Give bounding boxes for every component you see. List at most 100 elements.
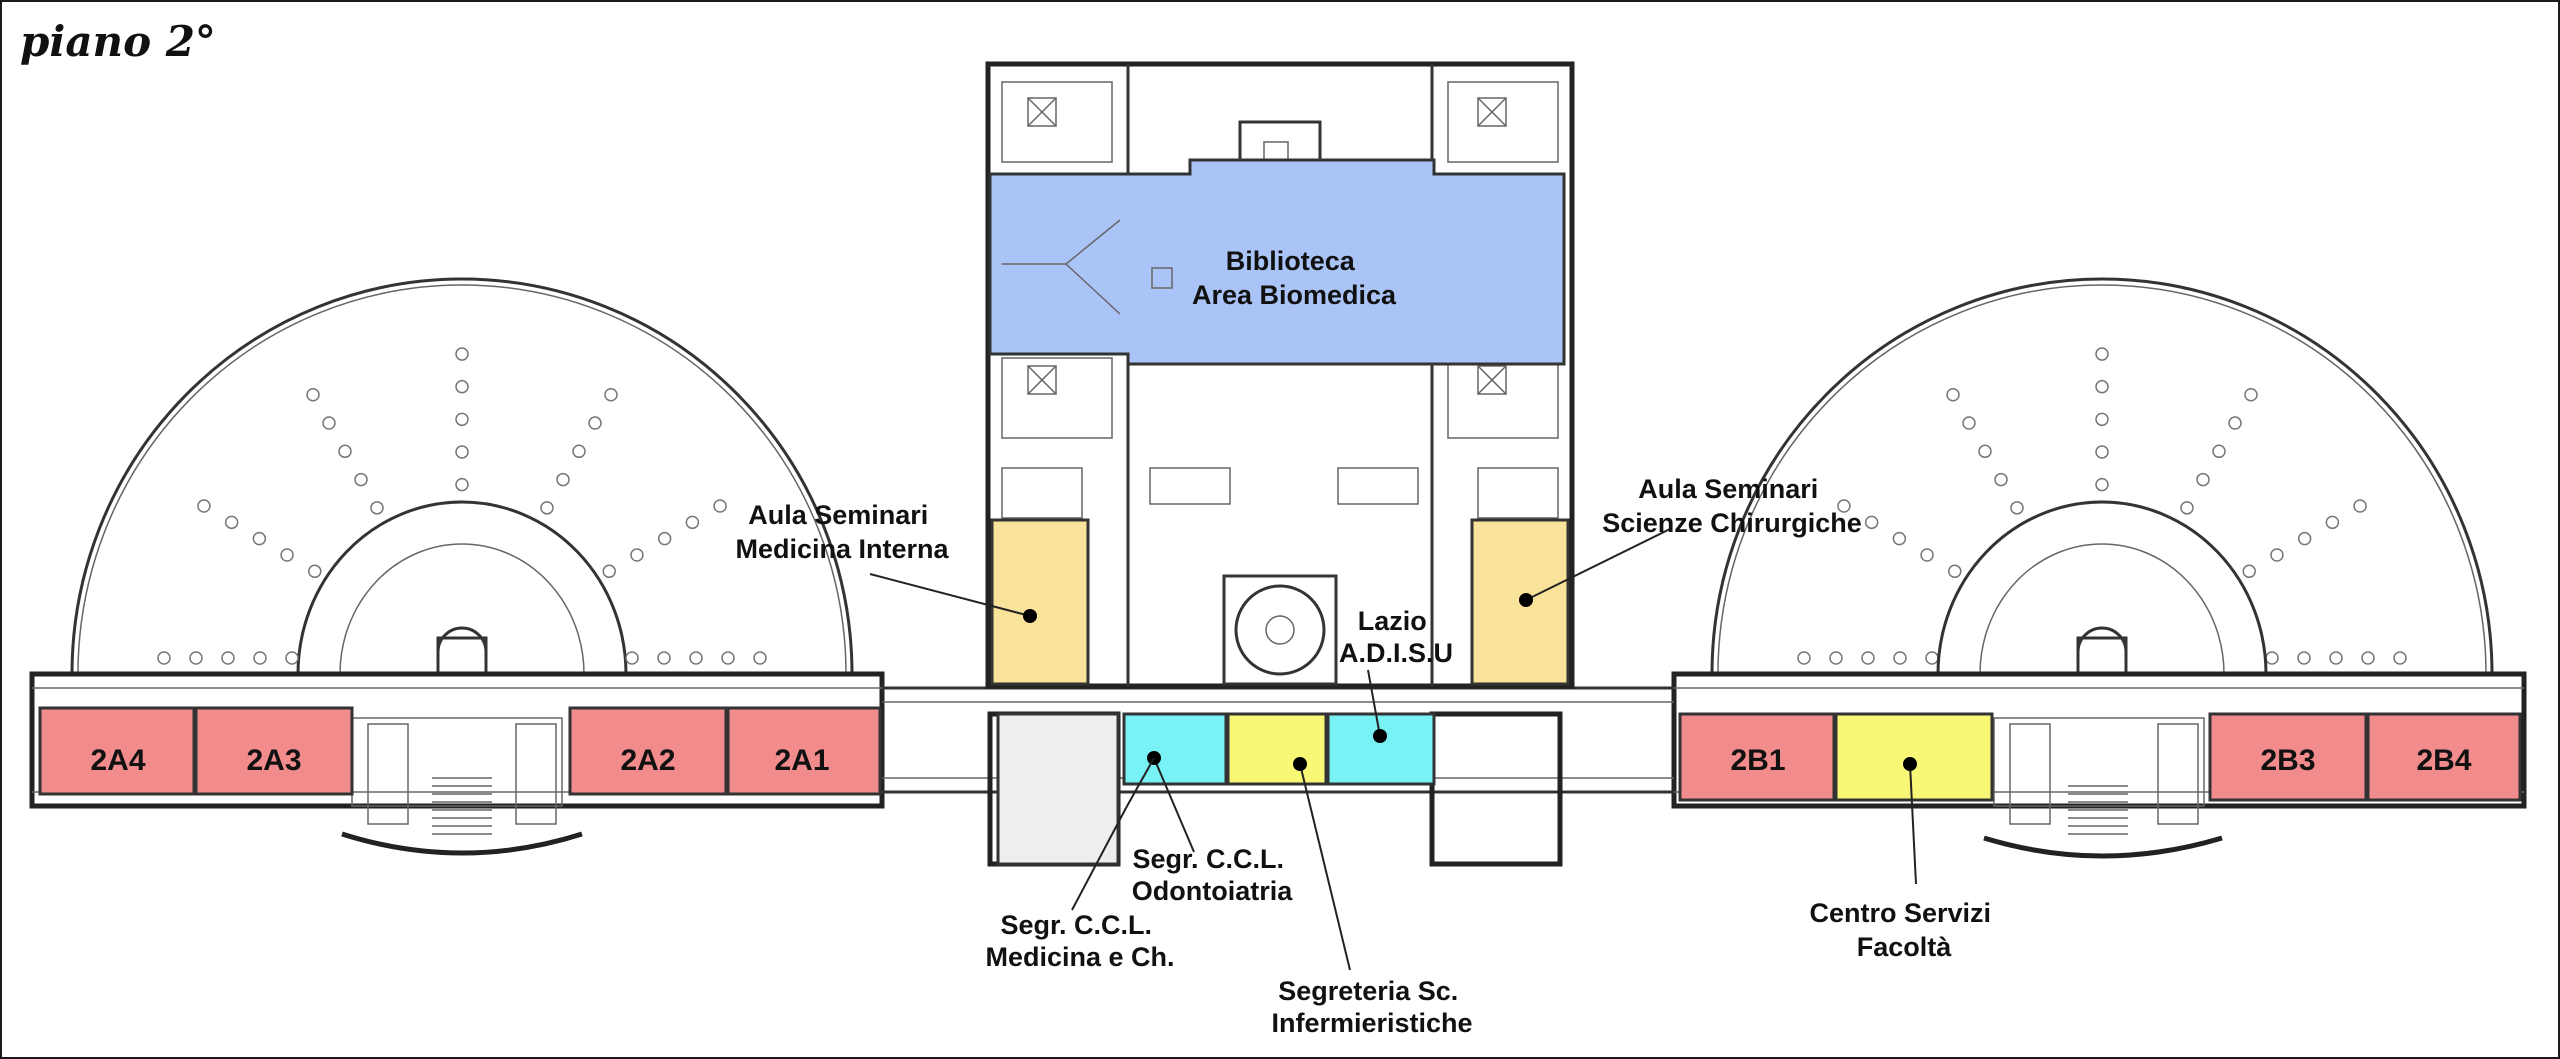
seat-dot — [1797, 651, 1811, 665]
seat-dot — [2196, 472, 2210, 487]
seat-dot — [455, 477, 469, 492]
seat-dot — [2212, 444, 2226, 459]
seat-dot — [1946, 388, 1960, 402]
classroom-label-2a1: 2A1 — [774, 744, 829, 777]
seat-dot — [2095, 445, 2109, 459]
seat-dot — [2242, 564, 2256, 579]
callout-dot-centro — [1903, 757, 1917, 771]
seminar-room-medicina-interna — [990, 518, 1090, 686]
office-infermieristiche — [1226, 712, 1328, 786]
library-label: Biblioteca Area Biomedica — [1192, 246, 1397, 310]
left-classrooms — [38, 706, 882, 796]
classroom-label-2b4: 2B4 — [2416, 744, 2471, 777]
seat-dot — [630, 548, 644, 562]
seat-dot — [625, 651, 639, 665]
seat-dot — [197, 499, 211, 513]
seat-dot — [657, 651, 671, 665]
seat-dot — [2095, 477, 2109, 492]
seat-dot — [540, 501, 554, 515]
left-stairs — [432, 777, 492, 835]
seat-dot — [455, 445, 469, 459]
seat-dot — [455, 412, 469, 427]
seat-dot — [1920, 548, 1934, 562]
central-tower — [985, 61, 1575, 689]
seat-dot — [1829, 651, 1843, 665]
storage-room — [996, 712, 1120, 866]
seat-dot — [1861, 651, 1875, 665]
seat-dot — [1837, 499, 1851, 513]
seat-dot — [2297, 531, 2312, 546]
callout-dot-seminar-right — [1519, 593, 1533, 607]
seminar-right-label: Aula Seminari Scienze Chirurgiche — [1602, 474, 1862, 538]
seat-dot — [1978, 444, 1992, 459]
seat-dot — [338, 444, 352, 459]
classroom-2b1 — [1678, 712, 1836, 802]
seat-dot — [354, 472, 368, 487]
classroom-label-2b1: 2B1 — [1730, 744, 1785, 777]
seat-dot — [221, 651, 235, 665]
classroom-label-2a4: 2A4 — [90, 744, 145, 777]
classroom-2b3 — [2208, 712, 2368, 802]
centro-servizi-room — [1834, 712, 1994, 802]
seat-dot — [308, 564, 322, 579]
seat-dot — [2228, 416, 2242, 430]
infermieristiche-label: Segreteria Sc. Infermieristiche — [1271, 976, 1472, 1038]
floor-title: piano 2° — [20, 17, 216, 66]
seminar-left-label: Aula Seminari Medicina Interna — [735, 500, 949, 564]
seat-dot — [2270, 548, 2284, 562]
seat-dot — [1893, 651, 1907, 665]
seat-dot — [1925, 651, 1939, 665]
seat-dot — [2095, 412, 2109, 427]
seat-dot — [2297, 651, 2311, 665]
hall-seat-dots — [157, 347, 767, 665]
seat-dot — [2010, 501, 2024, 515]
seat-dot — [1892, 531, 1907, 546]
seat-dot — [455, 347, 469, 361]
lazio-label: Lazio A.D.I.S.U — [1339, 606, 1453, 668]
classroom-2a4 — [38, 706, 196, 796]
seat-dot — [713, 499, 727, 513]
seat-dot — [189, 651, 203, 665]
odontoiatria-label: Segr. C.C.L. Odontoiatria — [1132, 844, 1293, 906]
central-offices — [996, 712, 1436, 866]
office-lazio-adisu — [1326, 712, 1436, 786]
seat-dot — [2361, 651, 2375, 665]
hall-seat-dots — [1797, 347, 2407, 665]
seat-dot — [572, 444, 586, 459]
callout-dot-lazio — [1373, 729, 1387, 743]
seat-dot — [657, 531, 672, 546]
classroom-2b4 — [2366, 712, 2522, 802]
seat-dot — [753, 651, 767, 665]
office-odontoiatria — [1122, 712, 1228, 786]
seat-dot — [1864, 515, 1879, 530]
seat-dot — [280, 548, 294, 562]
right-stairs — [2068, 785, 2128, 835]
seat-dot — [1962, 416, 1976, 430]
seat-dot — [253, 651, 267, 665]
seat-dot — [2095, 347, 2109, 361]
seat-dot — [285, 651, 299, 665]
seat-dot — [2325, 515, 2340, 530]
seat-dot — [2393, 651, 2407, 665]
classroom-label-2a3: 2A3 — [246, 744, 301, 777]
seat-dot — [157, 651, 171, 665]
seat-dot — [556, 472, 570, 487]
seat-dot — [588, 416, 602, 430]
seat-dot — [2095, 379, 2109, 394]
seat-dot — [2180, 501, 2194, 515]
seat-dot — [370, 501, 384, 515]
seat-dot — [2353, 499, 2367, 513]
seat-dot — [2244, 388, 2258, 402]
library-details — [1002, 219, 1173, 315]
seat-dot — [455, 379, 469, 394]
seat-dot — [306, 388, 320, 402]
seat-dot — [224, 515, 239, 530]
classroom-label-2a2: 2A2 — [620, 744, 675, 777]
left-lecture-hall — [70, 277, 854, 676]
library-area — [988, 158, 1566, 366]
classroom-2a3 — [194, 706, 354, 796]
callout-dot-seminar-left — [1023, 609, 1037, 623]
seat-dot — [1994, 472, 2008, 487]
